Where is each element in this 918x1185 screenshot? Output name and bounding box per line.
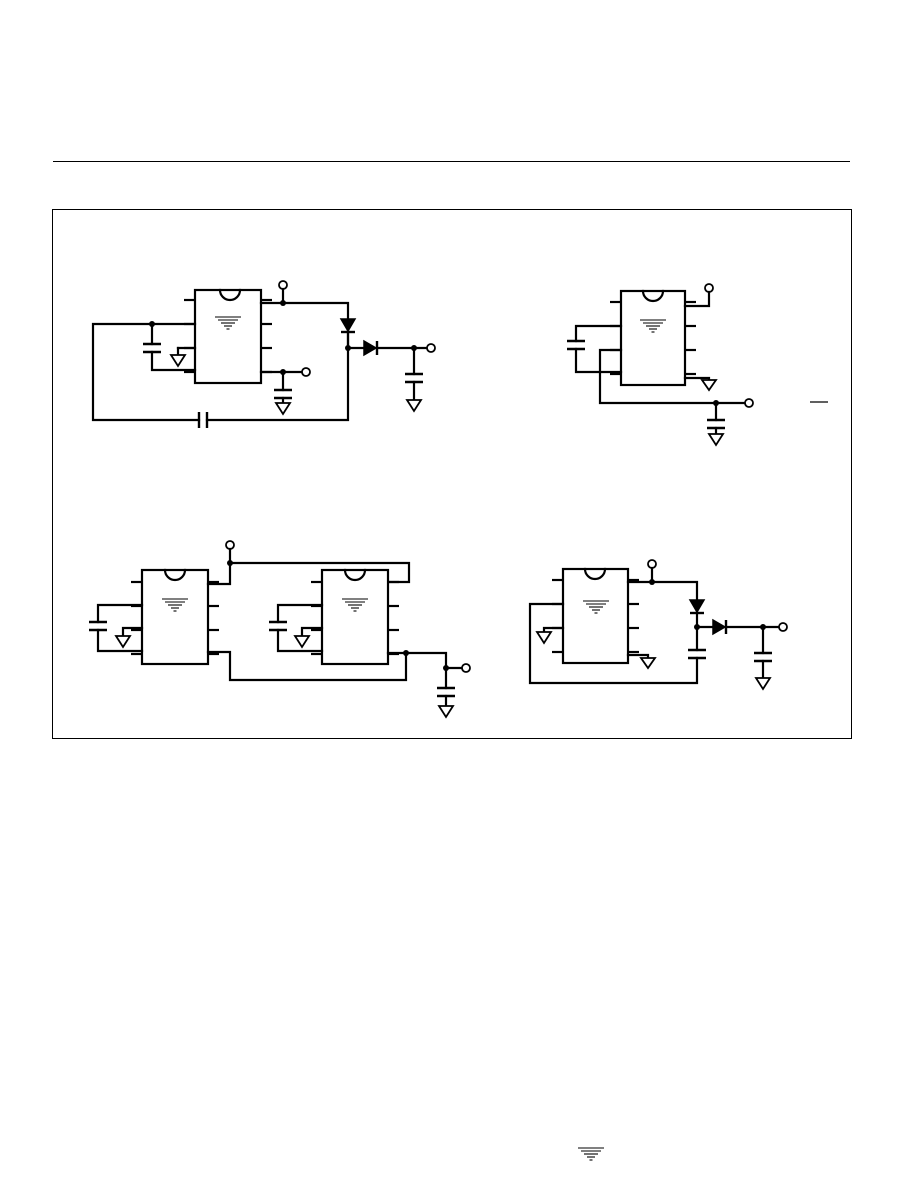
ground-icon xyxy=(169,354,187,368)
diode-icon xyxy=(688,599,706,614)
terminal-icon xyxy=(647,559,657,569)
header-rule xyxy=(53,161,850,162)
terminal-icon xyxy=(704,283,714,293)
diode-icon xyxy=(712,618,727,636)
terminal-icon xyxy=(225,540,235,550)
ground-icon xyxy=(700,379,718,392)
ground-icon xyxy=(754,677,772,691)
output-terminal-icon xyxy=(744,398,754,408)
ic-package xyxy=(552,567,639,665)
output-terminal-icon xyxy=(778,622,788,632)
ground-icon xyxy=(293,635,311,649)
circuit-voltage-doubler xyxy=(91,280,436,428)
circuit-cascaded-inverters xyxy=(89,540,471,719)
figure-frame xyxy=(52,209,852,739)
ground-icon xyxy=(114,635,132,649)
diode-icon xyxy=(339,318,357,333)
ground-icon xyxy=(707,433,725,447)
circuit-basic-inverter xyxy=(567,283,828,447)
ground-icon xyxy=(405,399,423,413)
terminal-icon xyxy=(301,367,311,377)
ic-package xyxy=(610,289,696,387)
footer-triangle-logo-icon xyxy=(577,1147,605,1161)
output-terminal-icon xyxy=(461,663,471,673)
ic-package-1 xyxy=(131,568,219,666)
ground-icon xyxy=(535,631,553,645)
terminal-icon xyxy=(278,280,288,290)
output-terminal-icon xyxy=(426,343,436,353)
ground-icon xyxy=(274,402,292,416)
ic-package-2 xyxy=(311,568,399,666)
ground-icon xyxy=(639,657,657,670)
diode-icon xyxy=(363,339,378,357)
ic-package xyxy=(184,288,272,385)
ground-icon xyxy=(437,705,455,719)
circuit-positive-doubler xyxy=(528,559,788,691)
